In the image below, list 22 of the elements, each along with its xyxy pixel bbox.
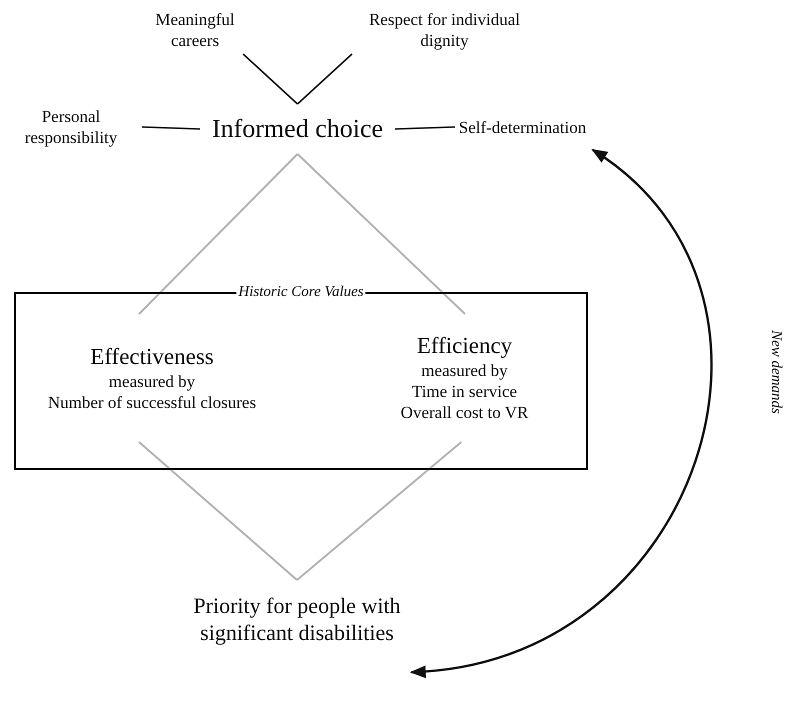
value-label: Meaningful careers [154,9,236,51]
priority-label: Priority for people with significant disabilities [192,592,402,646]
value-label: Self-determination [458,116,586,138]
connector-line [296,53,353,105]
connector-line [138,441,298,581]
value-heading: Effectiveness [90,342,214,370]
measure-caption: measured by [421,360,508,381]
measure-text: Number of successful closures [48,392,256,412]
connector-line [138,153,298,315]
measure-text: Time in service [412,381,518,402]
connector-line [142,126,200,130]
value-label: Respect for individual dignity [368,9,522,51]
central-value-label: Informed choice [212,114,384,144]
measure-text: Overall cost to VR [400,402,528,423]
connector-line [394,126,456,130]
connector-line [296,441,462,581]
curved-arrow [410,148,712,677]
value-heading: Efficiency [416,332,512,360]
measure-caption: measured by [108,370,196,392]
connector-line [242,53,298,105]
connector-line [296,153,466,315]
value-label: Personal responsibility [24,106,118,148]
